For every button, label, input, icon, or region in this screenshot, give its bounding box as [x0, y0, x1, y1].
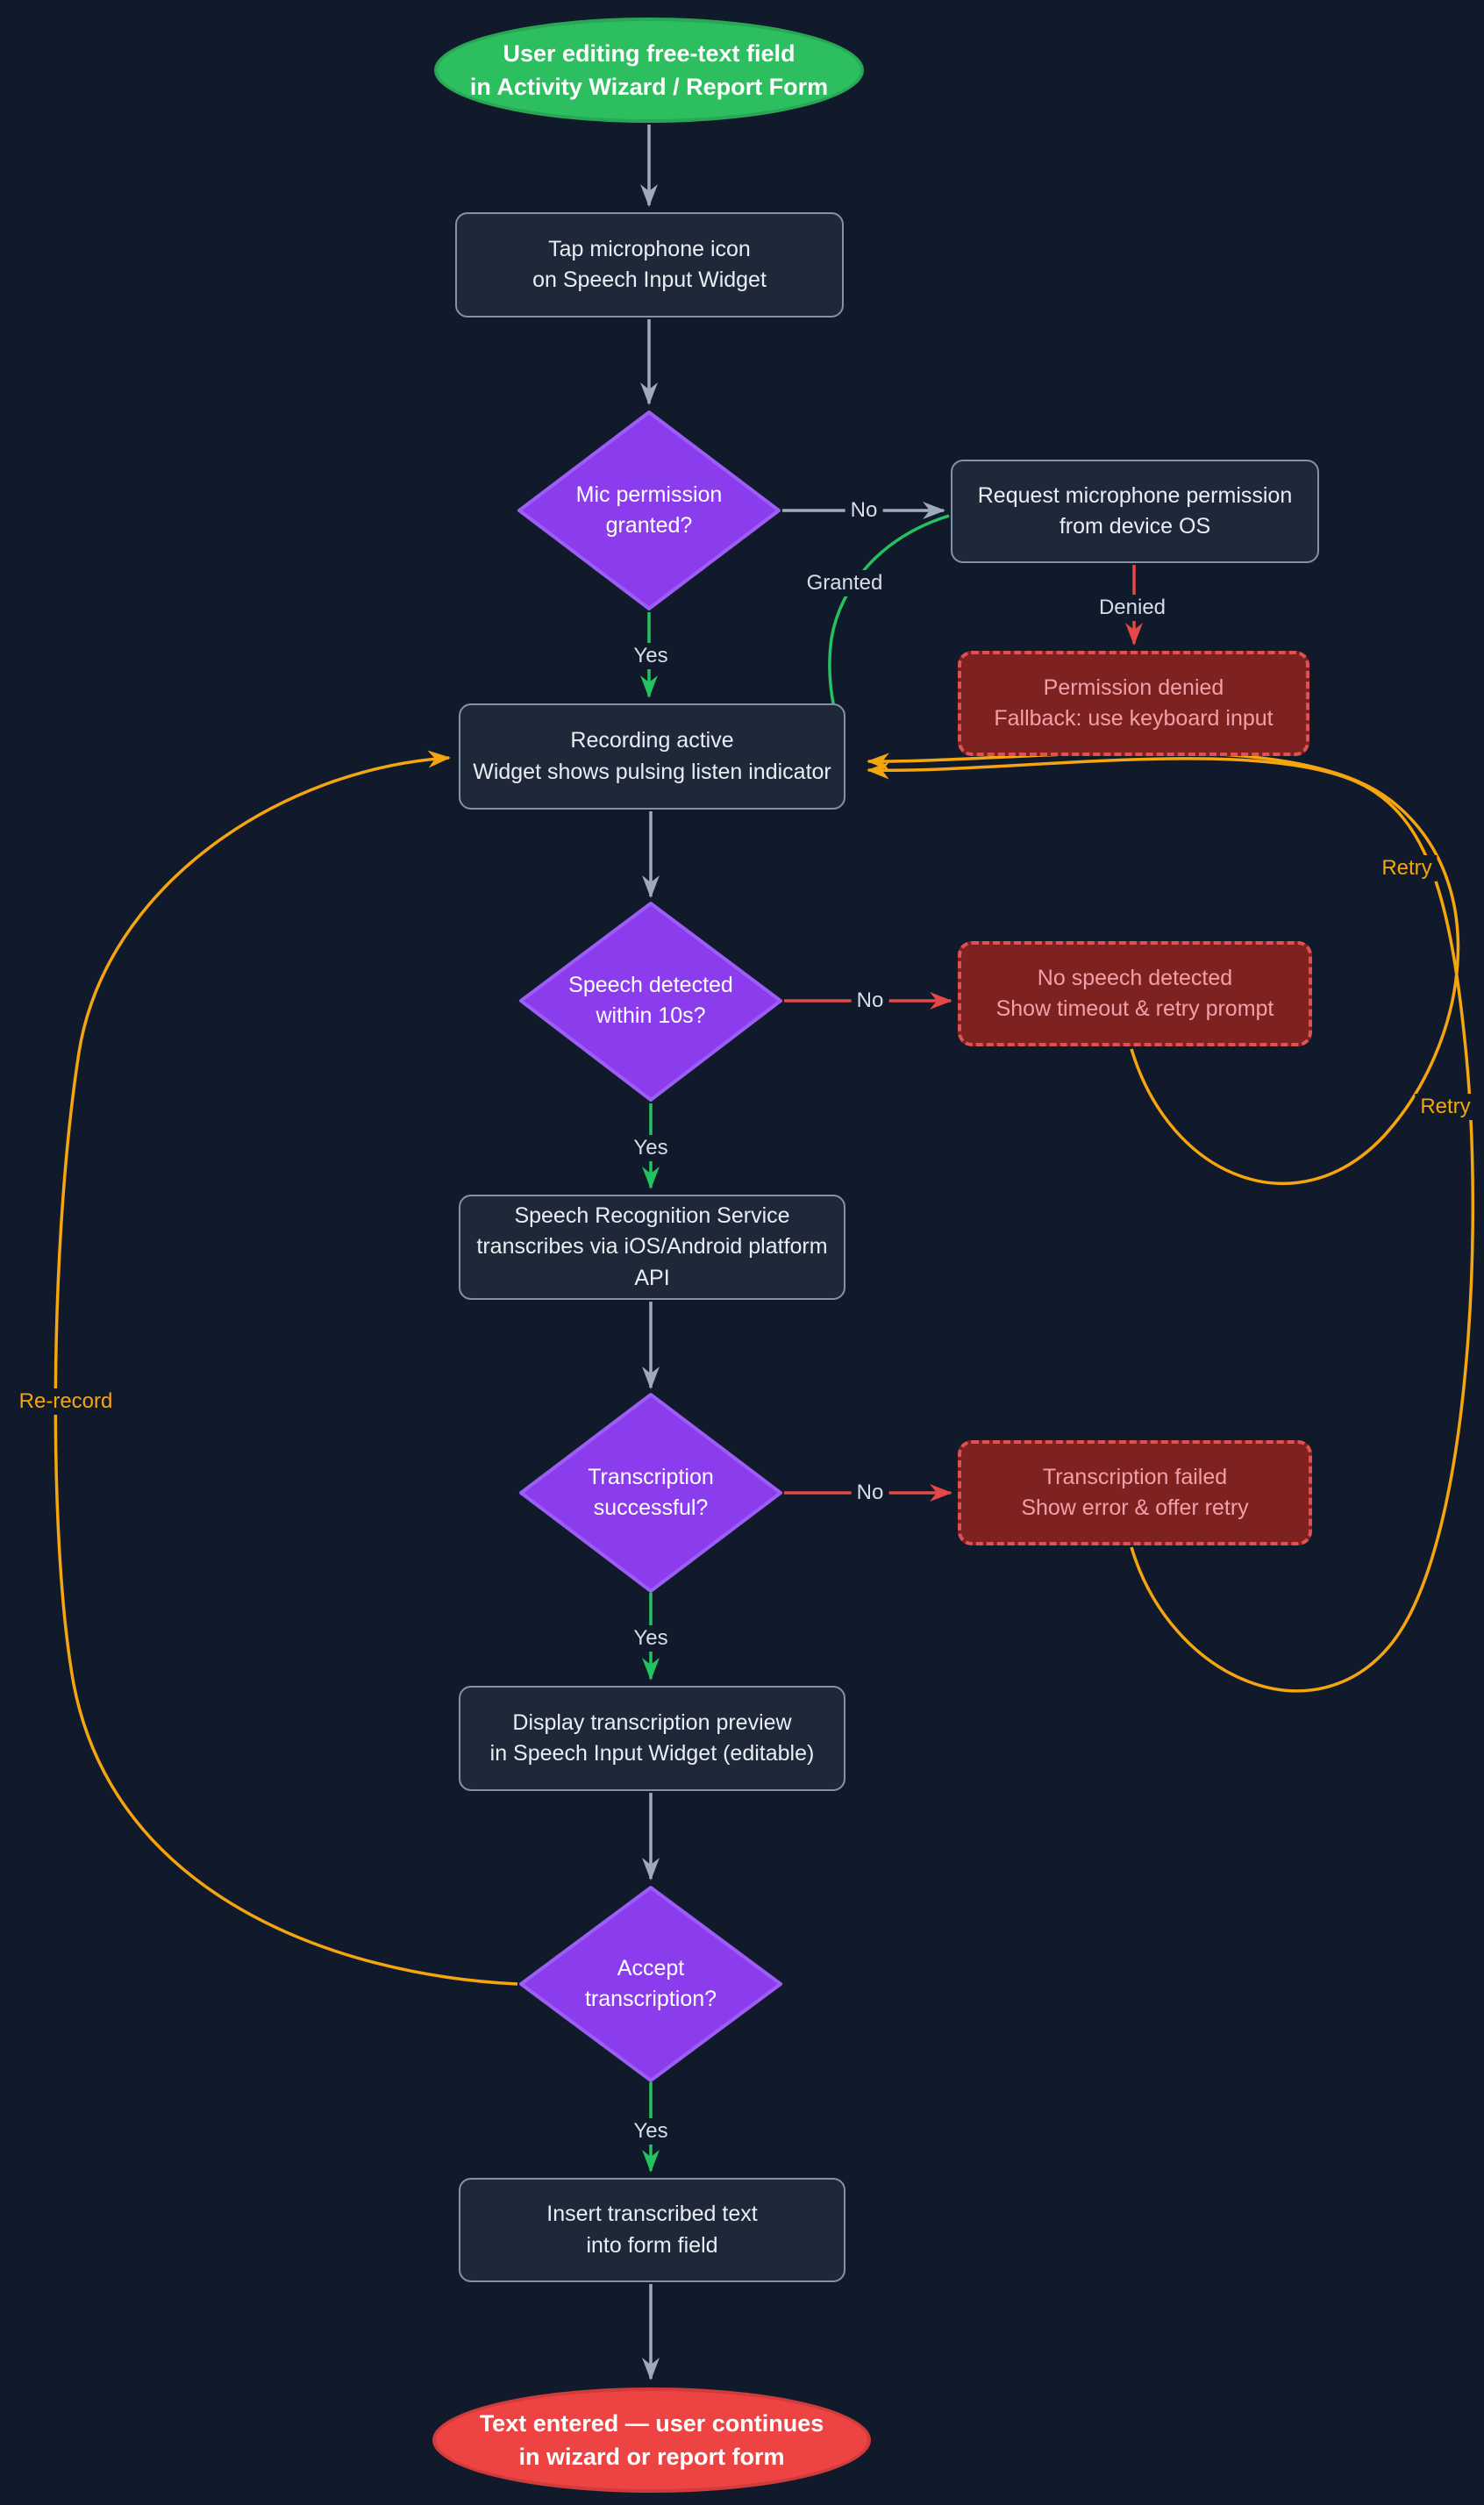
node-accept: Accept transcription? — [584, 1955, 717, 2012]
node-start: User editing free-text field in Activity… — [434, 18, 864, 123]
node-end-line1: Text entered — user continues — [479, 2409, 824, 2437]
edge-label-yes-4: Yes — [628, 2118, 674, 2145]
node-no-speech: No speech detected Show timeout & retry … — [958, 941, 1312, 1046]
node-mic-permission: Mic permission granted? — [575, 482, 723, 539]
node-start-line2: in Activity Wizard / Report Form — [469, 74, 829, 100]
edge-label-yes-2: Yes — [628, 1135, 674, 1161]
edge-label-yes-1: Yes — [628, 643, 674, 669]
edge-label-no-3: No — [851, 1480, 889, 1506]
shape-transcription-ok-diamond — [519, 1393, 782, 1593]
edge-label-retry-2: Retry — [1415, 1094, 1476, 1120]
edge-label-rerecord: Re-record — [13, 1388, 118, 1415]
node-end: Text entered — user continues in wizard … — [432, 2387, 871, 2493]
shape-speech-detected-diamond — [519, 902, 782, 1102]
node-permission-denied: Permission denied Fallback: use keyboard… — [958, 651, 1309, 756]
edge-rerecord-accept-to-recording — [54, 750, 518, 1986]
node-end-line2: in wizard or report form — [518, 2444, 785, 2470]
node-tap-mic: Tap microphone icon on Speech Input Widg… — [455, 212, 844, 318]
edge-label-no-2: No — [851, 988, 889, 1014]
node-speech-detected: Speech detected within 10s? — [568, 972, 733, 1029]
edge-label-denied: Denied — [1093, 595, 1172, 621]
node-preview: Display transcription preview in Speech … — [459, 1686, 845, 1791]
node-transcription-failed: Transcription failed Show error & offer … — [958, 1440, 1312, 1545]
shape-mic-permission-diamond — [517, 410, 781, 610]
node-start-line1: User editing free-text field — [503, 39, 796, 67]
edge-granted-request-to-recording — [828, 514, 950, 744]
shape-accept-diamond — [519, 1886, 782, 2082]
edge-label-no-1: No — [845, 497, 883, 524]
node-request-permission: Request microphone permission from devic… — [951, 460, 1319, 563]
edge-retry-failed-to-recording — [867, 757, 1475, 1693]
node-recording-active: Recording active Widget shows pulsing li… — [459, 703, 845, 810]
node-insert-text: Insert transcribed text into form field — [459, 2178, 845, 2282]
node-transcription-ok: Transcription successful? — [588, 1464, 714, 1521]
edge-label-retry-1: Retry — [1376, 855, 1438, 881]
node-recognition-service: Speech Recognition Service transcribes v… — [459, 1195, 845, 1300]
edge-label-granted: Granted — [801, 570, 888, 596]
edge-label-yes-3: Yes — [628, 1625, 674, 1652]
